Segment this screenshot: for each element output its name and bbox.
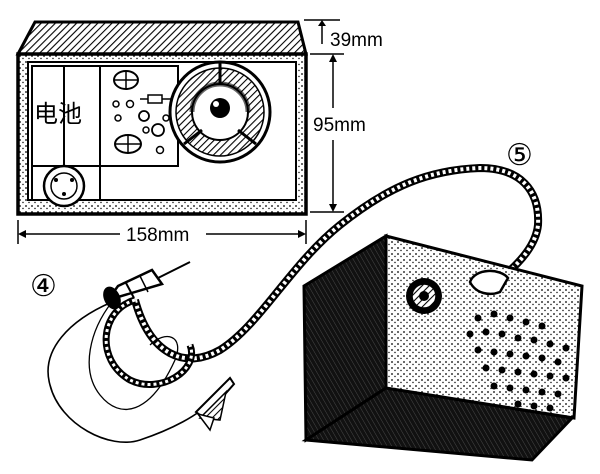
callout-probe: ④: [30, 269, 57, 304]
speaker-grille: [466, 310, 570, 412]
receiver-lid: [15, 20, 308, 56]
dimension-height-label: 95mm: [313, 115, 366, 136]
dimension-depth: 39mm: [304, 19, 383, 51]
cable-grommet: [468, 269, 510, 296]
speaker-box: [301, 233, 584, 462]
callout-speaker-box: ⑤: [506, 138, 533, 173]
receiver-box: 电池: [15, 20, 308, 216]
volume-knob: [406, 278, 442, 314]
speaker-box-front: [384, 234, 584, 420]
alligator-clip: [194, 376, 236, 432]
battery-compartment: 电池: [31, 65, 101, 167]
dimension-width: 158mm: [17, 220, 307, 246]
dimension-depth-label: 39mm: [330, 30, 383, 51]
clip-wire: [47, 301, 213, 443]
dimension-width-label: 158mm: [126, 225, 189, 246]
battery-label: 电池: [34, 100, 82, 128]
probe: [103, 261, 191, 310]
dimension-height: 95mm: [310, 53, 366, 213]
speaker: [168, 60, 272, 164]
circuit-board: [99, 65, 179, 167]
tuning-knob: [31, 164, 101, 208]
